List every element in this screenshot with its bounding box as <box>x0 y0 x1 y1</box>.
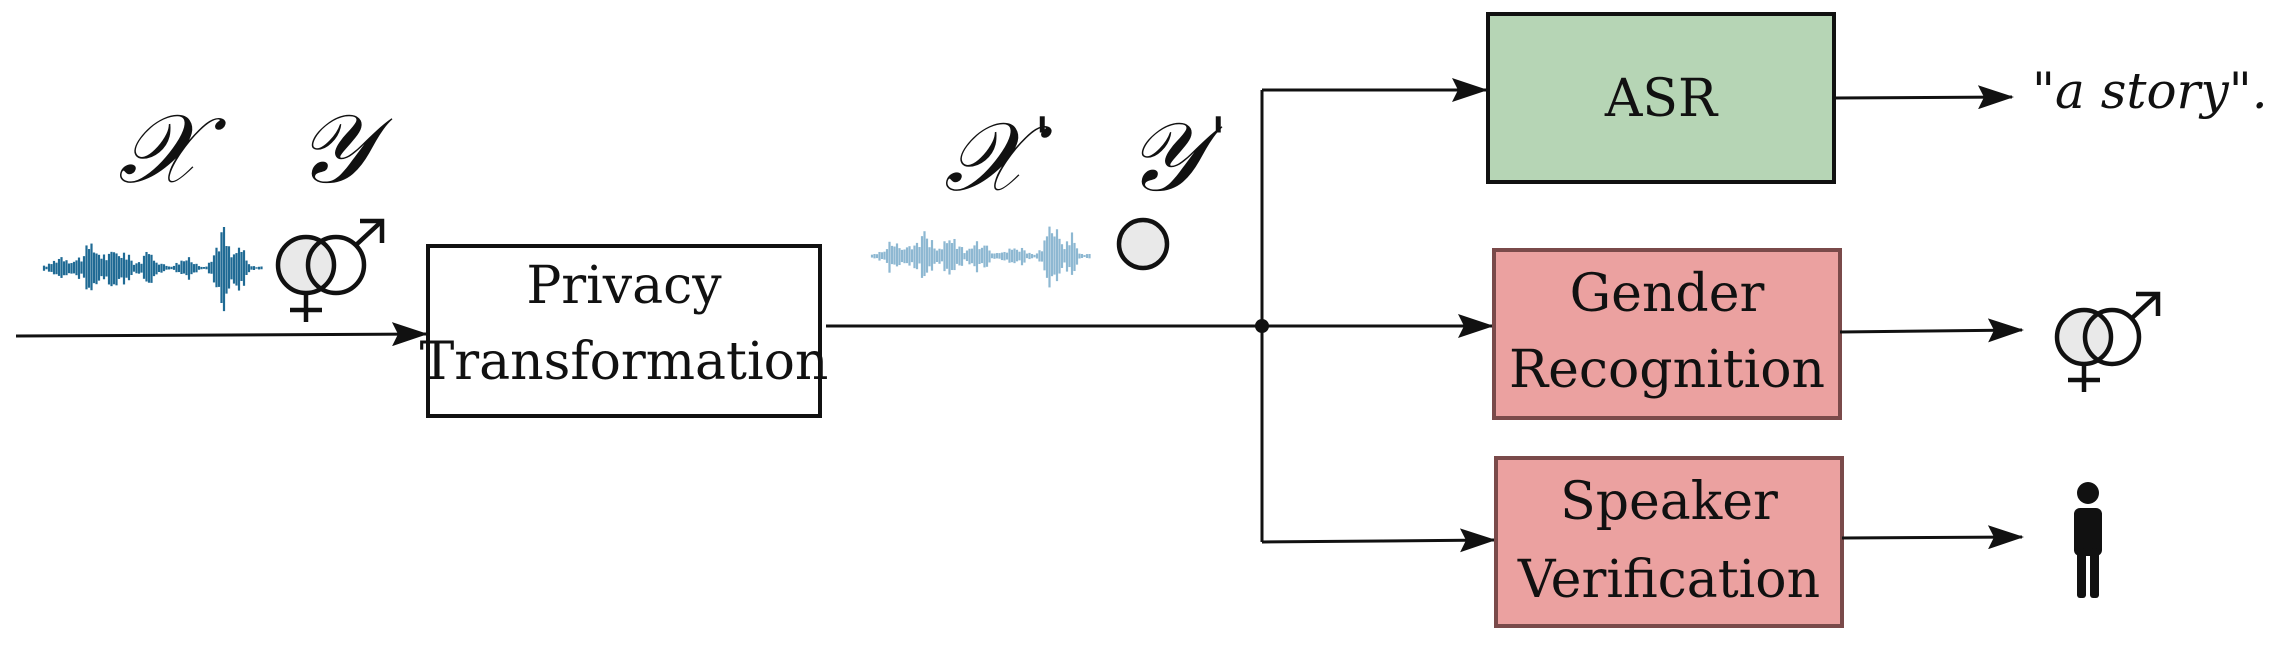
speaker-output-arrow <box>1841 525 2024 550</box>
gender-box-line2: Recognition <box>1509 340 1825 400</box>
input-waveform-icon <box>42 226 263 312</box>
input-arrow <box>15 322 428 347</box>
person-icon <box>2074 482 2102 598</box>
gender-recognition-box: Gender Recognition <box>1492 248 1842 420</box>
input-x-symbol: 𝒳 <box>118 93 227 205</box>
output-waveform-icon <box>870 226 1091 288</box>
output-y-prime: ' <box>1210 105 1227 175</box>
input-y-symbol: 𝒴 <box>296 93 393 205</box>
output-y-symbol: 𝒴 <box>1126 101 1223 213</box>
asr-output-arrow <box>1833 85 2014 110</box>
output-gender-symbol-icon <box>2054 291 2161 392</box>
gender-box-line1: Gender <box>1570 264 1765 324</box>
arrow-to-speaker <box>1261 528 1496 553</box>
speaker-box-line1: Speaker <box>1560 472 1778 532</box>
privacy-transformation-box: Privacy Transformation <box>420 244 829 418</box>
input-gender-symbol-icon <box>275 218 385 322</box>
asr-result-text: "a story". <box>2032 62 2268 120</box>
privacy-box-line1: Privacy <box>526 256 722 316</box>
speaker-box-line2: Verification <box>1517 550 1820 610</box>
asr-box: ASR <box>1486 12 1836 184</box>
anonymized-gender-circle-icon <box>1116 217 1170 271</box>
gender-output-arrow <box>1839 318 2024 343</box>
asr-box-label: ASR <box>1604 69 1719 129</box>
privacy-box-line2: Transformation <box>420 332 829 392</box>
output-x-prime: ' <box>1034 105 1051 175</box>
speaker-verification-box: Speaker Verification <box>1494 456 1844 628</box>
